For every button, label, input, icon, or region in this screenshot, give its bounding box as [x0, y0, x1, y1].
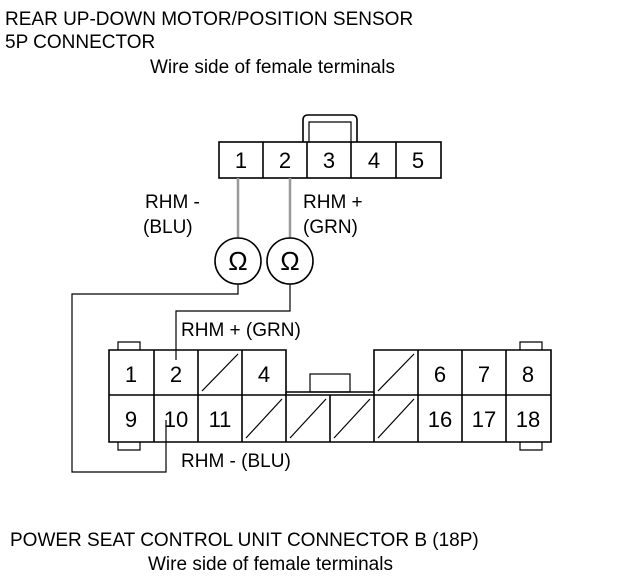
pin-b-10: 10 — [164, 407, 188, 432]
pin-b-18: 18 — [516, 407, 540, 432]
ohm-icon: Ω — [228, 246, 247, 276]
title-line-2: 5P CONNECTOR — [5, 32, 155, 53]
pin-5: 5 — [412, 148, 424, 173]
connector-b-housing — [108, 349, 552, 443]
title-line-1: REAR UP-DOWN MOTOR/POSITION SENSOR — [5, 9, 413, 30]
connector-housing — [218, 141, 442, 179]
pin-b-16: 16 — [428, 407, 452, 432]
grn-label: (GRN) — [303, 217, 358, 238]
pin-3: 3 — [323, 148, 335, 173]
rear-motor-5p-connector: 1 2 3 4 5 — [218, 114, 442, 179]
ohm-icon: Ω — [280, 246, 299, 276]
ohmmeter-right: Ω — [266, 237, 314, 285]
wire-grn — [175, 284, 291, 360]
blu-label: (BLU) — [143, 217, 193, 238]
ohmmeter-left: Ω — [214, 237, 262, 285]
pin-b-2: 2 — [170, 362, 182, 387]
title-subtitle: Wire side of female terminals — [150, 57, 395, 78]
wire-blu — [71, 284, 239, 473]
wire-label-blu: RHM - (BLU) — [181, 451, 291, 472]
empty-cavity — [377, 353, 415, 392]
empty-cavity — [333, 398, 371, 439]
pin-b-1: 1 — [125, 362, 137, 387]
pin-b-7: 7 — [478, 362, 490, 387]
rhm-plus-label: RHM + — [303, 192, 363, 213]
pin-2: 2 — [279, 148, 291, 173]
connector-lock-tab — [302, 114, 358, 142]
pin-4: 4 — [368, 148, 380, 173]
empty-cavity — [245, 398, 283, 439]
pin-1: 1 — [235, 148, 247, 173]
pin-b-8: 8 — [522, 362, 534, 387]
control-unit-connector-b: 1 2 4 6 7 8 9 10 11 16 17 18 — [108, 341, 552, 451]
empty-cavity — [377, 398, 415, 439]
pin-b-11: 11 — [209, 407, 232, 432]
footer-title: POWER SEAT CONTROL UNIT CONNECTOR B (18P… — [10, 530, 479, 551]
wire-label-grn: RHM + (GRN) — [181, 320, 301, 341]
connector-b-lock-tab — [309, 373, 351, 393]
pin-b-9: 9 — [125, 407, 137, 432]
empty-cavity — [201, 353, 239, 392]
pin-b-4: 4 — [258, 362, 270, 387]
pin-b-6: 6 — [434, 362, 446, 387]
rhm-minus-label: RHM - — [145, 192, 200, 213]
footer-subtitle: Wire side of female terminals — [148, 554, 393, 575]
pin-b-17: 17 — [472, 407, 496, 432]
empty-cavity — [289, 398, 327, 439]
